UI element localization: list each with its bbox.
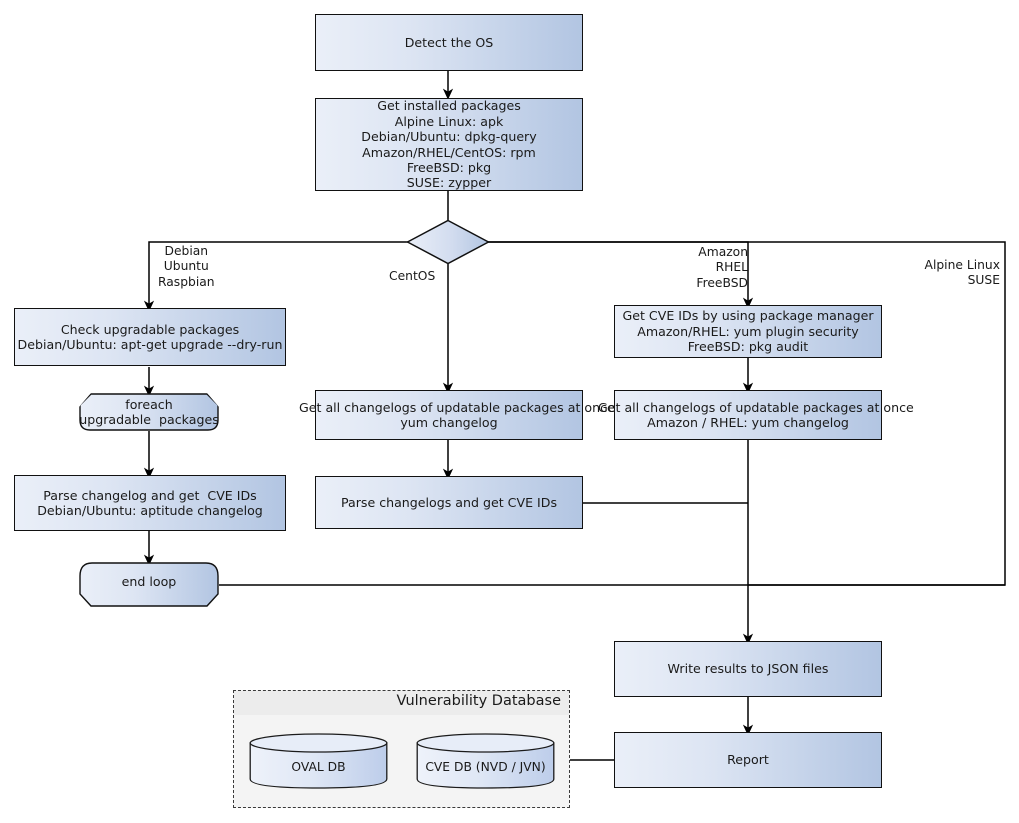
node-parse-changelog-debian-label: Parse changelog and get CVE IDs Debian/U… <box>37 487 263 518</box>
node-check-upgradable-label: Check upgradable packages Debian/Ubuntu:… <box>17 321 283 352</box>
node-changelogs-centos[interactable]: Get all changelogs of updatable packages… <box>299 390 615 440</box>
node-changelogs-amazon-label: Get all changelogs of updatable packages… <box>598 399 914 430</box>
db-oval-label: OVAL DB <box>291 760 346 774</box>
edge-label-alpine: Alpine Linux SUSE <box>924 258 1000 288</box>
node-parse-changelogs-centos[interactable]: Parse changelogs and get CVE IDs <box>315 476 583 529</box>
node-detect-os-label: Detect the OS <box>404 34 494 50</box>
node-get-cve-ids-pkgmgr[interactable]: Get CVE IDs by using package manager Ama… <box>614 305 882 358</box>
node-end-loop[interactable]: end loop <box>79 562 219 607</box>
node-foreach-loop[interactable]: foreach upgradable packages <box>79 393 219 431</box>
node-end-loop-label: end loop <box>121 573 177 589</box>
node-changelogs-centos-label: Get all changelogs of updatable packages… <box>299 399 615 430</box>
edge-label-debian: Debian Ubuntu Raspbian <box>158 244 215 289</box>
db-oval-shape <box>249 733 388 789</box>
node-get-installed-packages-label: Get installed packages Alpine Linux: apk… <box>361 98 537 191</box>
node-changelogs-amazon[interactable]: Get all changelogs of updatable packages… <box>598 390 914 440</box>
foreach-shape <box>79 393 219 431</box>
edge-label-amazon: Amazon RHEL FreeBSD <box>696 245 748 290</box>
db-cve[interactable]: CVE DB (NVD / JVN) <box>416 733 555 789</box>
node-report[interactable]: Report <box>614 732 882 788</box>
endloop-shape <box>79 562 219 607</box>
group-title-band <box>234 691 569 715</box>
node-get-installed-packages[interactable]: Get installed packages Alpine Linux: apk… <box>315 98 583 191</box>
node-parse-changelogs-centos-label: Parse changelogs and get CVE IDs <box>340 494 558 510</box>
node-report-label: Report <box>727 752 769 768</box>
node-check-upgradable[interactable]: Check upgradable packages Debian/Ubuntu:… <box>14 308 286 366</box>
db-cve-label: CVE DB (NVD / JVN) <box>425 760 546 774</box>
node-foreach-loop-label: foreach upgradable packages <box>79 396 219 427</box>
node-detect-os[interactable]: Detect the OS <box>315 14 583 71</box>
edge-label-centos: CentOS <box>389 269 436 283</box>
node-write-json-label: Write results to JSON files <box>667 661 829 677</box>
node-get-cve-ids-pkgmgr-label: Get CVE IDs by using package manager Ama… <box>622 308 874 355</box>
node-write-json[interactable]: Write results to JSON files <box>614 641 882 697</box>
group-title: Vulnerability Database <box>396 693 561 709</box>
db-oval[interactable]: OVAL DB <box>249 733 388 789</box>
node-parse-changelog-debian[interactable]: Parse changelog and get CVE IDs Debian/U… <box>14 475 286 531</box>
node-os-decision[interactable] <box>406 219 490 265</box>
db-cve-shape <box>416 733 555 789</box>
